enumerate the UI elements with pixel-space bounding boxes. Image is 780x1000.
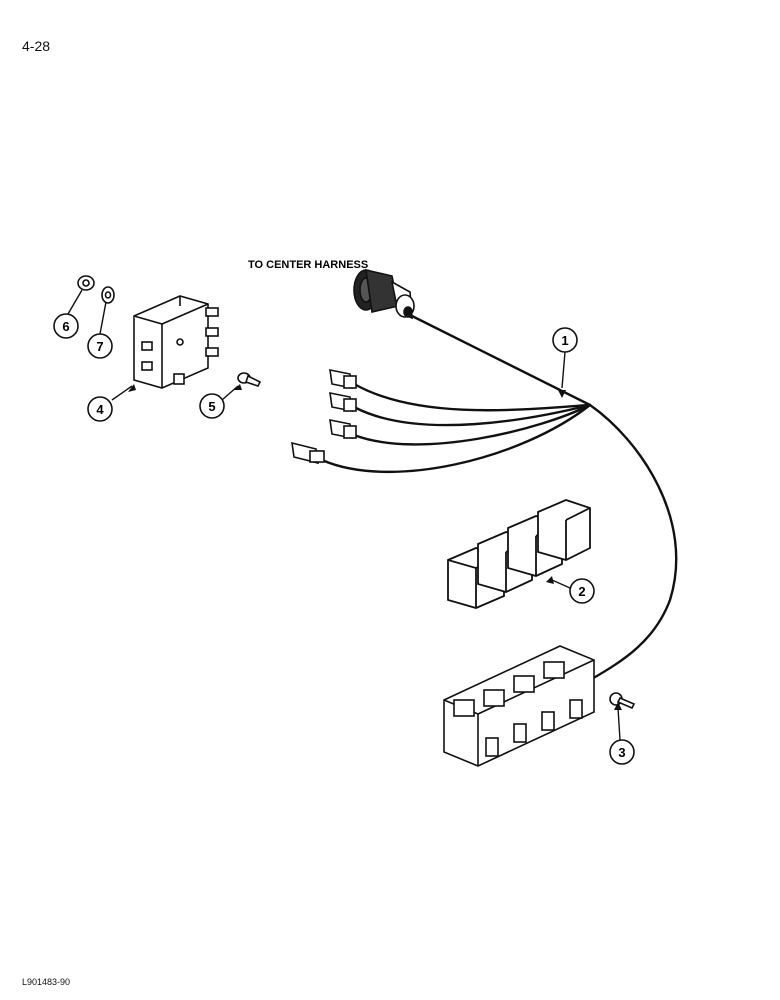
callout-2-label: 2 (578, 584, 585, 599)
callout-4-label: 4 (96, 402, 104, 417)
callout-6-label: 6 (62, 319, 69, 334)
page-number: 4-28 (22, 38, 51, 54)
figure-code: L901483-90 (22, 977, 71, 987)
callout-1-label: 1 (561, 333, 568, 348)
center-harness-connector (353, 268, 415, 320)
spade-terminals (291, 368, 357, 465)
washer-7 (101, 286, 115, 304)
callout-5: 5 (199, 393, 225, 419)
flasher-module (133, 295, 219, 389)
relay (537, 499, 591, 561)
spade-terminal (329, 368, 357, 390)
screw-5 (237, 372, 262, 387)
screw-3 (609, 692, 636, 710)
callout-1: 1 (552, 327, 578, 353)
connector-label: TO CENTER HARNESS (248, 259, 368, 271)
leader-arrows (128, 384, 622, 710)
spade-terminal (329, 418, 357, 440)
wiring-harness (320, 314, 678, 682)
spade-terminal (291, 441, 325, 465)
relay-set (447, 499, 591, 609)
callout-5-label: 5 (208, 399, 215, 414)
callout-6: 6 (53, 313, 79, 339)
callout-3: 3 (609, 739, 635, 765)
callout-3-label: 3 (618, 745, 625, 760)
callout-7: 7 (87, 333, 113, 359)
nut-6 (77, 275, 95, 291)
callout-2: 2 (569, 578, 595, 604)
callout-7-label: 7 (96, 339, 103, 354)
spade-terminal (329, 391, 357, 413)
relay-base (443, 645, 595, 767)
callout-leaders (67, 289, 621, 741)
callout-4: 4 (87, 396, 113, 422)
